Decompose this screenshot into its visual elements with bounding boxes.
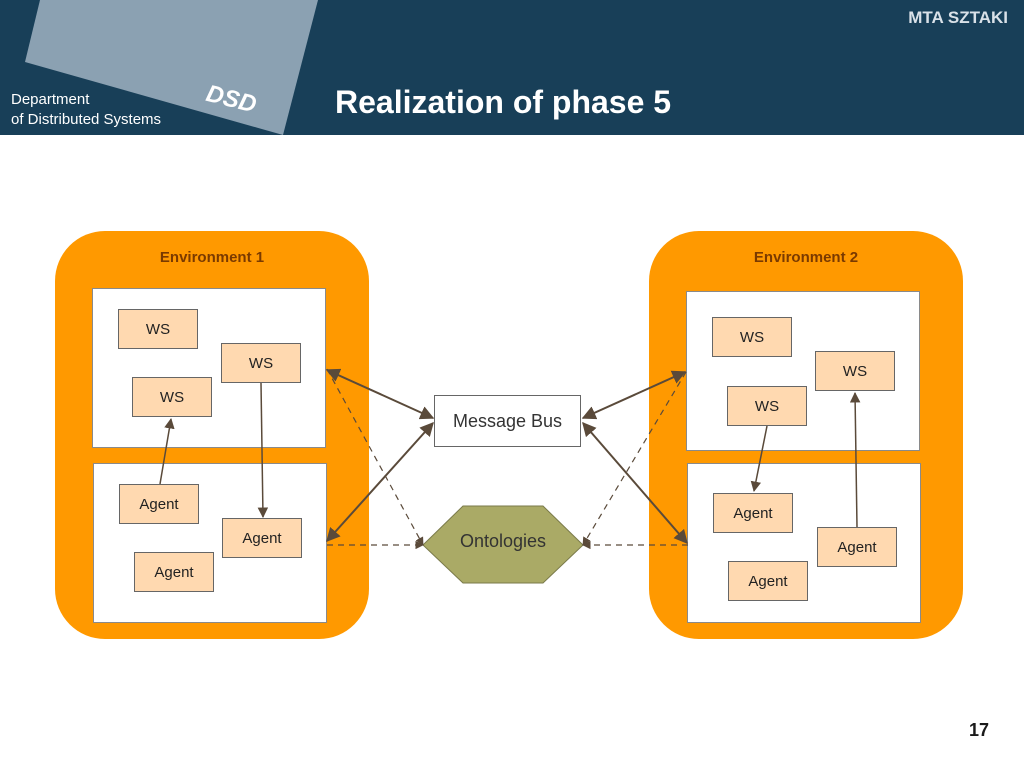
env1-agent-node: Agent [134,552,214,592]
department-label: Department of Distributed Systems [11,90,161,130]
environment-1: Environment 1 [55,231,369,639]
page-number: 17 [968,720,989,740]
env1-ws-node: WS [221,343,301,383]
env2-ws-node: WS [727,386,807,426]
slide-title: Realization of phase 5 [335,84,672,120]
slide-header: Department of Distributed Systems DSD MT… [0,0,1024,135]
environment-1-title: Environment 1 [159,249,265,266]
env2-ws-node: WS [815,351,895,391]
env1-agent-node: Agent [222,518,302,558]
department-line1: Department [11,91,90,108]
env1-agent-node: Agent [119,484,199,524]
ontologies-label: Ontologies [459,531,547,551]
department-line2: of Distributed Systems [11,111,162,128]
env1-ws-node: WS [132,377,212,417]
brand-label: MTA SZTAKI [908,8,1008,27]
env2-agent-node: Agent [817,527,897,567]
env2-ws-node: WS [712,317,792,357]
message-bus: Message Bus [434,395,581,447]
env2-agent-node: Agent [728,561,808,601]
env1-ws-node: WS [118,309,198,349]
header-decoration [25,0,318,135]
environment-2-title: Environment 2 [753,249,859,266]
env2-agent-node: Agent [713,493,793,533]
